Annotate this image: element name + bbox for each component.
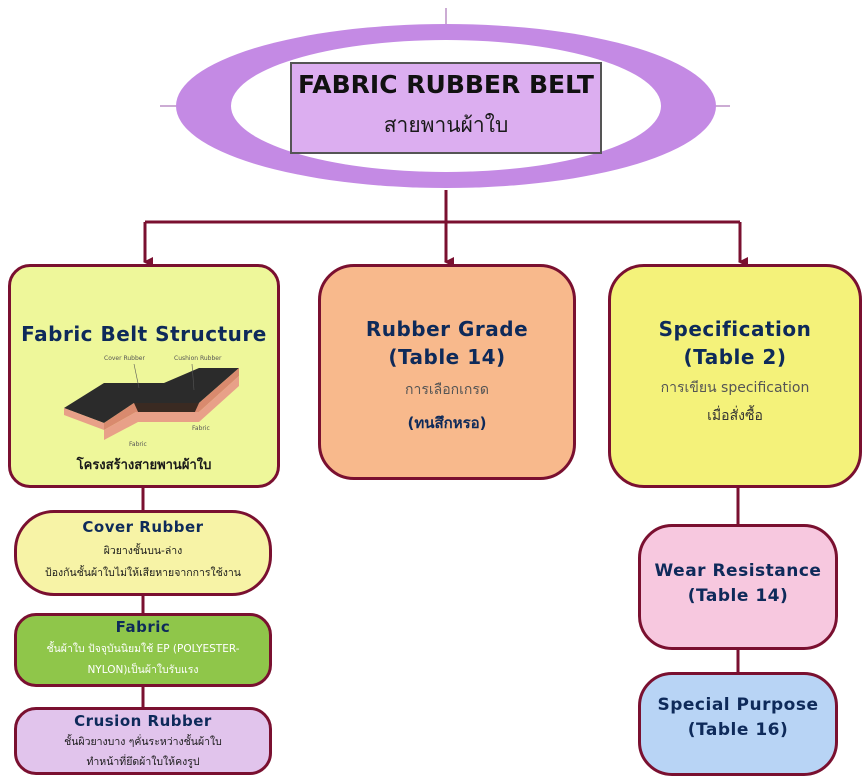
special-line2: (Table 16) <box>687 720 789 740</box>
grade-title-line2: (Table 14) <box>388 345 506 369</box>
spec-box: Specification (Table 2) การเขียน specifi… <box>608 264 862 488</box>
cover-rubber-line2: ป้องกันชั้นผ้าใบไม่ให้เสียหายจากการใช้งา… <box>45 567 241 579</box>
header-box: FABRIC RUBBER BELT สายพานผ้าใบ <box>290 62 602 154</box>
fabric-box: Fabric ชั้นผ้าใบ ปัจจุบันนิยมใช้ EP (POL… <box>14 613 272 687</box>
fabric-line1: ชั้นผ้าใบ ปัจจุบันนิยมใช้ EP (POLYESTER- <box>46 643 240 655</box>
grade-box: Rubber Grade (Table 14) การเลือกเกรด (ทน… <box>318 264 576 480</box>
structure-box: Fabric Belt Structure Cover Rubber Cushi… <box>8 264 280 488</box>
label-cover: Cover Rubber <box>104 355 145 362</box>
grade-desc: การเลือกเกรด <box>405 382 489 398</box>
special-purpose-box: Special Purpose (Table 16) <box>638 672 838 776</box>
crusion-rubber-line1: ชั้นผิวยางบาง ๆคั่นระหว่างชั้นผ้าใบ <box>64 736 222 748</box>
crusion-rubber-box: Crusion Rubber ชั้นผิวยางบาง ๆคั่นระหว่า… <box>14 707 272 775</box>
grade-title-line1: Rubber Grade <box>365 317 529 341</box>
belt-layers-diagram: Cover Rubber Cushion Rubber Fabric Fabri… <box>64 355 239 448</box>
fabric-line2: NYLON)เป็นผ้าใบรับแรง <box>87 664 199 676</box>
grade-note: (ทนสึกหรอ) <box>407 414 487 432</box>
spec-title-line1: Specification <box>658 317 812 341</box>
cover-rubber-box: Cover Rubber ผิวยางชั้นบน-ล่าง ป้องกันชั… <box>14 510 272 596</box>
wear-line1: Wear Resistance <box>654 561 822 581</box>
label-fabric-right: Fabric <box>192 425 210 432</box>
structure-title: Fabric Belt Structure <box>21 322 267 346</box>
crusion-rubber-line2: ทำหน้าที่ยึดผ้าใบให้คงรูป <box>86 756 200 768</box>
spec-desc-line2: เมื่อสั่งซื้อ <box>707 408 763 424</box>
fabric-title: Fabric <box>115 618 171 636</box>
structure-caption: โครงสร้างสายพานผ้าใบ <box>76 458 212 473</box>
spec-desc-line1: การเขียน specification <box>660 380 810 396</box>
spec-title-line2: (Table 2) <box>683 345 787 369</box>
page-subtitle: สายพานผ้าใบ <box>383 113 509 137</box>
label-cushion: Cushion Rubber <box>174 355 222 362</box>
page-title: FABRIC RUBBER BELT <box>298 70 594 99</box>
crusion-rubber-title: Crusion Rubber <box>74 712 212 730</box>
label-fabric-bottom: Fabric <box>129 441 147 448</box>
wear-resistance-box: Wear Resistance (Table 14) <box>638 524 838 650</box>
cover-rubber-line1: ผิวยางชั้นบน-ล่าง <box>103 545 183 557</box>
cover-rubber-title: Cover Rubber <box>82 518 204 536</box>
wear-line2: (Table 14) <box>687 586 789 606</box>
special-line1: Special Purpose <box>657 695 819 715</box>
